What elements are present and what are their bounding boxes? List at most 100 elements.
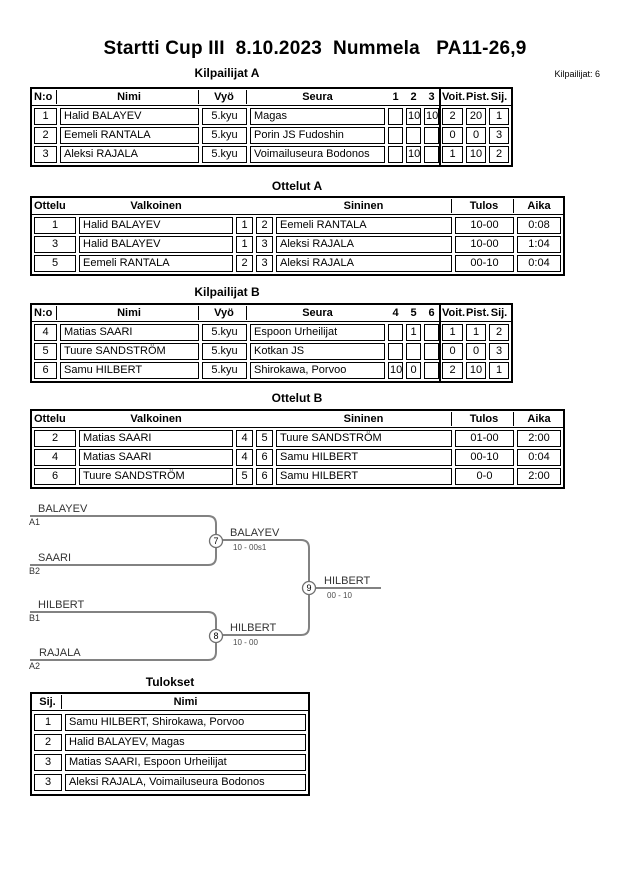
table-cell: 10 [424,108,439,125]
table-cell: 0:04 [517,449,561,466]
table-cell: Tuure SANDSTRÖM [60,343,199,360]
table-cell: Voimailuseura Bodonos [250,146,385,163]
header-cell-result: Tulos [455,412,514,426]
table-cell: Kotkan JS [250,343,385,360]
bracket-slot-name: SAARI [38,552,72,564]
table-cell [388,108,403,125]
section-title-matches-a: Ottelut A [271,179,323,193]
table-cell: Tuure SANDSTRÖM [79,468,233,485]
header-cell-white: Valkoinen [130,200,182,212]
bracket-slot-name: RAJALA [39,647,81,659]
table-cell: 4 [236,430,253,447]
table-cell [388,324,403,341]
header-cell-4: 4 [392,307,399,319]
header-cell-no: N:o [34,90,57,104]
table-cell: Samu HILBERT [60,362,199,379]
table-cell: 0 [466,127,486,144]
table-cell: 00-10 [455,449,514,466]
table-cell: 2 [34,127,57,144]
header-cell-time: Aika [527,200,551,212]
table-header-row: Sij. Nimi [32,694,308,711]
table-cell: 2 [34,430,76,447]
match-circle-8 [208,628,224,644]
header-cell-name: Nimi [60,306,199,320]
header-cell-5: 5 [410,307,417,319]
table-cell: 2 [442,108,463,125]
match-circle-9 [301,580,317,596]
table-cell: Halid BALAYEV [60,108,199,125]
header-cell-2: 2 [410,91,417,103]
table-cell [406,343,421,360]
header-cell-name: Nimi [173,696,198,708]
table-pool-a: N:o Nimi Vyö Seura 1 2 3 Voit. Pist. Sij… [30,87,513,167]
table-cell: 5.kyu [202,127,247,144]
table-cell: Aleksi RAJALA [276,236,452,253]
header-cell-belt: Vyö [202,306,247,320]
table-cell: 3 [489,127,509,144]
table-cell: Eemeli RANTALA [60,127,199,144]
table-cell [424,362,439,379]
table-cell: Samu HILBERT [276,468,452,485]
header-cell-time: Aika [527,413,551,425]
table-cell [424,343,439,360]
header-cell-white: Valkoinen [130,413,182,425]
table-cell: 10 [466,362,486,379]
table-cell: 10 [388,362,403,379]
table-cell: 6 [34,362,57,379]
table-cell: 5.kyu [202,108,247,125]
match-winner-name: HILBERT [324,575,371,587]
group-divider-line [439,89,441,165]
header-cell-blue: Sininen [276,199,452,213]
table-cell: Matias SAARI [60,324,199,341]
bracket-seed-label: A1 [29,517,41,527]
table-cell [406,127,421,144]
table-cell: 1 [489,108,509,125]
table-cell: 5 [34,255,76,272]
match-score: 10 - 00 [233,638,258,647]
header-cell-club: Seura [302,307,333,319]
table-cell: Samu HILBERT, Shirokawa, Porvoo [65,714,306,731]
bracket-seed-label: B2 [29,566,41,576]
table-cell: 0:08 [517,217,561,234]
table-cell: 2 [442,362,463,379]
table-cell [424,127,439,144]
table-cell: Samu HILBERT [276,449,452,466]
header-cell-belt: Vyö [202,90,247,104]
table-cell: 1 [406,324,421,341]
match-score: 10 - 00s1 [233,543,267,552]
table-cell: 01-00 [455,430,514,447]
table-cell: 5 [34,343,57,360]
table-cell: 1 [34,217,76,234]
table-cell: 5.kyu [202,146,247,163]
table-cell: 3 [34,774,62,791]
group-divider-line [439,305,441,381]
table-cell: 2:00 [517,430,561,447]
table-cell: 1 [442,324,463,341]
table-header-row: Ottelu Valkoinen Sininen Tulos Aika [32,411,563,428]
header-cell-place: Sij. [490,91,508,103]
table-cell: Shirokawa, Porvoo [250,362,385,379]
table-cell: 3 [256,255,273,272]
table-cell: 0 [466,343,486,360]
table-cell: 0 [406,362,421,379]
table-cell: Halid BALAYEV, Magas [65,734,306,751]
header-cell-3: 3 [428,91,435,103]
header-cell-match: Ottelu [34,413,66,425]
table-cell: 1 [466,324,486,341]
match-number: 9 [306,583,311,593]
table-cell: 6 [256,468,273,485]
page-title: Startti Cup III 8.10.2023 Nummela PA11-2… [103,38,527,59]
table-cell: Halid BALAYEV [79,236,233,253]
table-cell: Matias SAARI, Espoon Urheilijat [65,754,306,771]
table-cell: Espoon Urheilijat [250,324,385,341]
table-cell: 4 [236,449,253,466]
